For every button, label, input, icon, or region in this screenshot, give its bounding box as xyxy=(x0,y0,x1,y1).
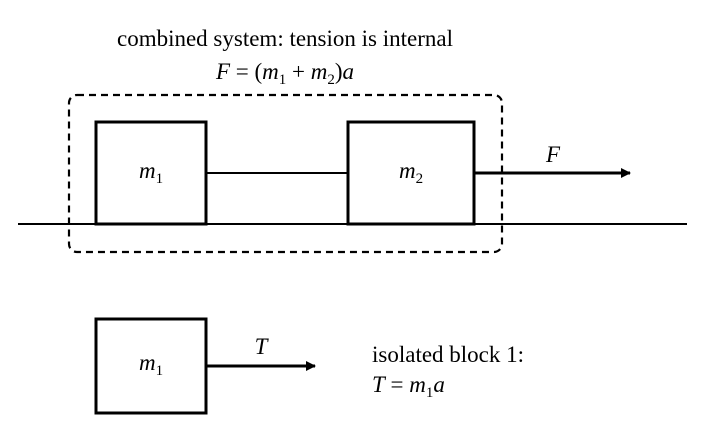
system-caption: combined system: tension is internal xyxy=(117,26,453,51)
block-m1-label: m1 xyxy=(139,158,163,187)
system-equation: F = (m1 + m2)a xyxy=(215,59,354,88)
isolated-block-label: m1 xyxy=(139,350,163,379)
force-label: F xyxy=(545,142,561,167)
block-m2-label: m2 xyxy=(399,158,423,187)
tension-label: T xyxy=(255,334,270,359)
system-boundary xyxy=(67,93,504,254)
isolated-caption: isolated block 1: xyxy=(372,342,524,367)
isolated-equation: T = m1a xyxy=(372,372,445,401)
